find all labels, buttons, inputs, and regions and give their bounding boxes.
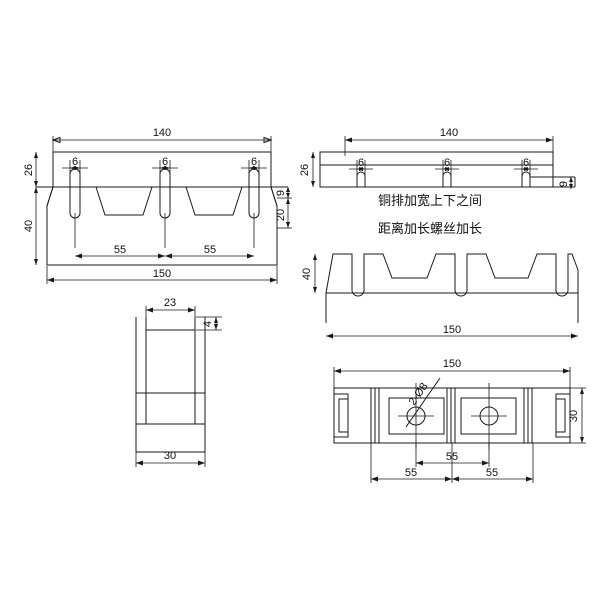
dim-26-right-view: 26: [299, 152, 315, 187]
front-elevation-view: 140: [23, 127, 292, 284]
dim-30-plan: 30: [568, 387, 586, 444]
dim-label-6-third: 6: [251, 156, 257, 168]
dim-label-4: 4: [202, 321, 214, 327]
dim-55-plan-right: 55: [452, 443, 534, 483]
dim-label-6-r1: 6: [358, 157, 364, 169]
hole-callout-label: 2-Ø8: [407, 381, 431, 408]
dim-23-side: 23: [145, 297, 196, 320]
dim-20-right-front: 20: [275, 198, 292, 229]
dim-150-plan: 150: [333, 358, 571, 392]
dim-6-group-r2: 6: [435, 157, 459, 178]
dim-label-140-right: 140: [440, 127, 458, 139]
dim-label-55-right: 55: [204, 244, 216, 256]
dim-4-side: 4: [196, 316, 222, 331]
dim-label-150-profile: 150: [443, 324, 461, 336]
dim-label-6-r3: 6: [523, 157, 529, 169]
dim-40-left: 40: [23, 187, 38, 265]
dim-label-20-front: 20: [275, 209, 287, 221]
plan-top-view: 150 2-Ø8: [333, 358, 586, 483]
dim-150-profile: 150: [326, 324, 578, 339]
dim-6-group-r1: 6: [349, 157, 373, 178]
dim-140-top-right: [344, 136, 554, 156]
front-slot-tongues: [69, 168, 260, 248]
dim-label-40-left: 40: [23, 220, 35, 232]
dim-label-6-second: 6: [162, 156, 168, 168]
dim-label-55-left: 55: [114, 244, 126, 256]
dim-26-left: 26: [23, 152, 38, 187]
dim-label-9-front: 9: [275, 190, 287, 196]
dim-150-bottom-left: 150: [46, 266, 278, 284]
dim-55-plan-center: 55: [415, 443, 490, 467]
dim-label-26-right: 26: [299, 164, 311, 176]
dim-55-pitch-right: 55: [165, 244, 254, 259]
dim-6-group-mid: 6: [152, 156, 178, 176]
dim-140-top-left: [51, 136, 273, 156]
dim-label-6-r2: 6: [444, 157, 450, 169]
dim-40-profile: 40: [301, 254, 317, 293]
dim-label-150-left: 150: [153, 268, 171, 280]
dim-6-group-r3: 6: [514, 157, 538, 178]
dim-label-55-plan-left: 55: [405, 467, 417, 479]
dim-label-23: 23: [164, 297, 176, 309]
dim-6-group-left: 6: [62, 156, 88, 176]
dim-label-150-plan: 150: [443, 358, 461, 370]
dim-label-6-first: 6: [72, 156, 78, 168]
dim-label-40-profile: 40: [301, 268, 313, 280]
dim-label-30-plan: 30: [568, 410, 580, 422]
dim-55-pitch-left: 55: [75, 244, 165, 259]
dim-55-plan-left: 55: [370, 443, 453, 483]
dim-label-55-plan-right: 55: [486, 467, 498, 479]
section-profile-view: 40 150: [301, 253, 579, 339]
dim-6-group-right: 6: [241, 156, 267, 176]
side-elevation-view: 23 4 30: [135, 297, 222, 467]
note-line-1: 铜排加宽上下之间: [378, 193, 482, 209]
dim-label-140-left: 140: [153, 127, 171, 139]
dim-9-right-rear: 9: [558, 177, 573, 189]
dim-9-right-front: 9: [275, 187, 292, 199]
note-line-2: 距离加长螺丝加长: [378, 221, 482, 237]
dim-30-side: 30: [135, 450, 206, 467]
rear-elevation-view: 140 26 6: [299, 127, 576, 189]
front-body-outline: [36, 151, 288, 266]
dim-label-9-rear: 9: [558, 181, 570, 187]
dim-label-30-side: 30: [164, 450, 176, 462]
dim-label-26-left: 26: [23, 164, 35, 176]
